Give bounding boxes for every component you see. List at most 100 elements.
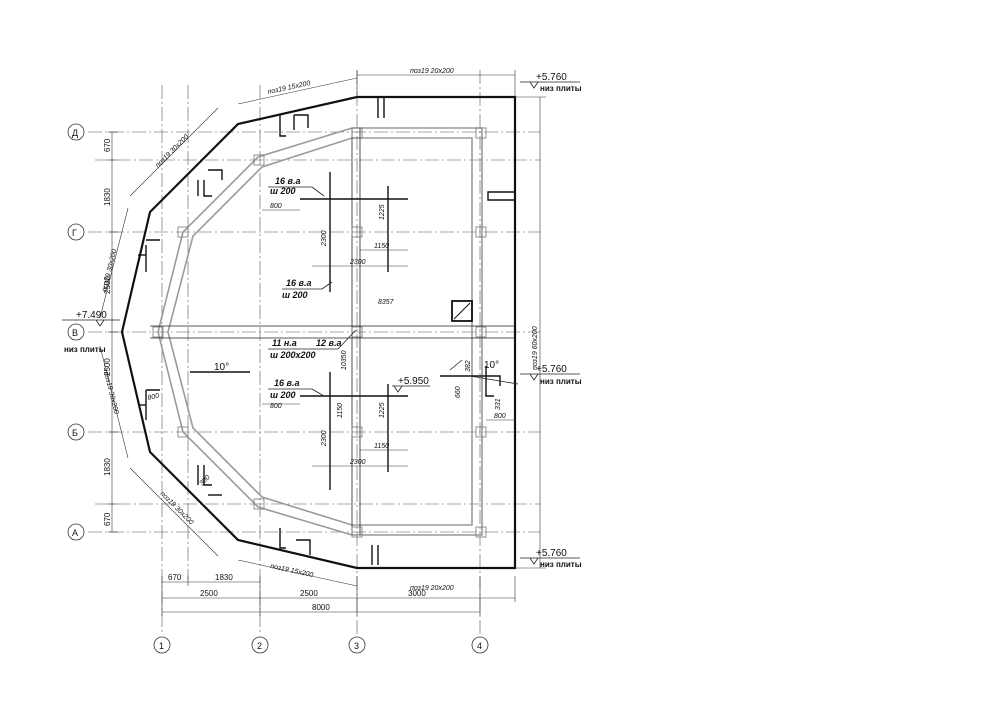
angle-left: 10°	[214, 362, 229, 373]
beam-label-left-lower: поз19 30х200	[102, 371, 119, 415]
dim-2300-d: 2300	[349, 459, 366, 466]
axis-bubble-4: 4	[471, 636, 489, 654]
svg-text:ш 200х200: ш 200х200	[270, 350, 316, 360]
beam-label-right: поз19 60х200	[532, 326, 539, 370]
svg-text:11 н.а: 11 н.а	[272, 338, 297, 348]
beam-labels: поз19 15х200 поз19 20х200 поз19 30х200 п…	[101, 68, 539, 592]
svg-text:низ плиты: низ плиты	[64, 345, 106, 354]
grid-axes-vertical	[161, 70, 481, 635]
dim-10350: 10350	[341, 350, 348, 370]
dim-1150-a: 1150	[374, 243, 389, 250]
elevation-left: +7.490 низ плиты	[62, 310, 120, 354]
beam-axis-3	[351, 128, 361, 535]
axis-bubble-3: 3	[348, 636, 366, 654]
svg-text:+5.760: +5.760	[536, 72, 567, 83]
dim-left-2500-bot: 2500	[103, 358, 112, 376]
axis-bubble-a: А	[67, 523, 85, 541]
dim-bottom-1830: 1830	[215, 573, 233, 582]
opening-square	[451, 300, 473, 322]
dim-1150-c: 1150	[374, 443, 389, 450]
dim-bottom-2500-a: 2500	[200, 589, 218, 598]
elevation-inner: +5.950	[392, 376, 430, 393]
column-markers	[152, 127, 487, 538]
row-axis-labels: Д Г В Б А	[67, 123, 85, 541]
svg-text:1: 1	[159, 641, 164, 651]
beam-axis-v	[150, 325, 515, 339]
svg-text:16 в.а: 16 в.а	[286, 278, 311, 288]
dim-left-1830-bot: 1830	[103, 458, 112, 476]
dim-2300-c: 2300	[321, 430, 328, 447]
svg-text:4: 4	[477, 641, 482, 651]
beam-label-upper-left-diag: поз19 30х200	[154, 134, 190, 170]
svg-text:Б: Б	[72, 428, 78, 438]
svg-text:12 в.а: 12 в.а	[316, 338, 341, 348]
angle-right: 10°	[484, 360, 499, 371]
grid-axes-horizontal	[88, 131, 540, 533]
svg-text:16 в.а: 16 в.а	[275, 176, 300, 186]
axis-bubble-d: Д	[67, 123, 85, 141]
svg-text:16 в.а: 16 в.а	[274, 378, 299, 388]
dim-800-left: 800	[147, 393, 160, 402]
svg-text:+7.490: +7.490	[76, 310, 107, 321]
left-dimension-chain: 670 1830 2500 2500 1830 670	[103, 131, 118, 533]
dim-1150-b: 1150	[337, 403, 344, 418]
dim-331: 331	[495, 398, 502, 410]
elevation-marks: +5.760 низ плиты +5.760 низ плиты +5.760…	[62, 72, 582, 569]
dim-8357: 8357	[378, 299, 395, 306]
dim-382: 382	[465, 360, 472, 372]
slab-outline	[120, 95, 517, 570]
dim-800-a: 800	[270, 203, 282, 210]
svg-text:низ плиты: низ плиты	[540, 84, 582, 93]
dim-800-b: 800	[270, 403, 282, 410]
rebar-callout-2: 16 в.а ш 200	[282, 278, 333, 300]
svg-text:+5.760: +5.760	[536, 548, 567, 559]
svg-text:2: 2	[257, 641, 262, 651]
angle-marks: 10° 10°	[214, 360, 519, 385]
dim-left-2500-top: 2500	[103, 276, 112, 294]
axis-bubble-g: Г	[67, 223, 85, 241]
dim-left-1830-top: 1830	[103, 188, 112, 206]
svg-text:низ плиты: низ плиты	[540, 377, 582, 386]
rebar-u-shapes	[138, 98, 516, 565]
axis-bubble-b: Б	[67, 423, 85, 441]
axis-bubble-2: 2	[251, 636, 269, 654]
rebar-callout-1: 16 в.а ш 200	[268, 176, 325, 197]
dim-2300-a: 2300	[321, 230, 328, 247]
dim-bottom-3000: 3000	[408, 589, 426, 598]
beam-label-top-right: поз19 20х200	[410, 68, 454, 75]
svg-text:Г: Г	[72, 228, 77, 238]
svg-text:+5.950: +5.950	[398, 376, 429, 387]
beam-label-bottom-right: поз19 20х200	[410, 585, 454, 592]
dim-bottom-670: 670	[168, 573, 182, 582]
svg-text:Д: Д	[72, 128, 78, 138]
elevation-top-right: +5.760 низ плиты	[520, 72, 582, 93]
svg-text:ш 200: ш 200	[270, 390, 296, 400]
dim-left-670-bot: 670	[103, 512, 112, 526]
dim-left-670-top: 670	[103, 138, 112, 152]
svg-text:3: 3	[354, 641, 359, 651]
axis-bubble-v: В	[67, 323, 85, 341]
rebar-callout-4: 16 в.а ш 200	[268, 378, 325, 400]
elevation-bottom-right: +5.760 низ плиты	[520, 548, 582, 569]
dim-1225-b: 1225	[379, 402, 386, 418]
svg-text:ш 200: ш 200	[282, 290, 308, 300]
column-axis-labels: 1 2 3 4	[153, 636, 489, 654]
svg-text:В: В	[72, 328, 78, 338]
dim-800-right: 800	[494, 413, 506, 420]
beam-contour-outer	[157, 127, 483, 536]
dim-1225-a: 1225	[379, 204, 386, 220]
svg-text:низ плиты: низ плиты	[540, 560, 582, 569]
dim-660: 660	[455, 386, 462, 398]
dim-2300-b: 2300	[349, 259, 366, 266]
top-dimension-lines	[99, 70, 546, 587]
rebar-lines	[190, 172, 501, 490]
rebar-callout-3: 11 н.а 12 в.а ш 200х200	[268, 329, 357, 360]
svg-text:А: А	[72, 528, 78, 538]
dim-bottom-2500-b: 2500	[300, 589, 318, 598]
beam-label-bottom: поз19 15х200	[270, 563, 314, 579]
beam-contour-inner	[167, 137, 473, 526]
bottom-dimension-chain: 670 1830 2500 2500 3000 8000	[161, 573, 516, 616]
svg-text:+5.760: +5.760	[536, 364, 567, 375]
axis-bubble-1: 1	[153, 636, 171, 654]
